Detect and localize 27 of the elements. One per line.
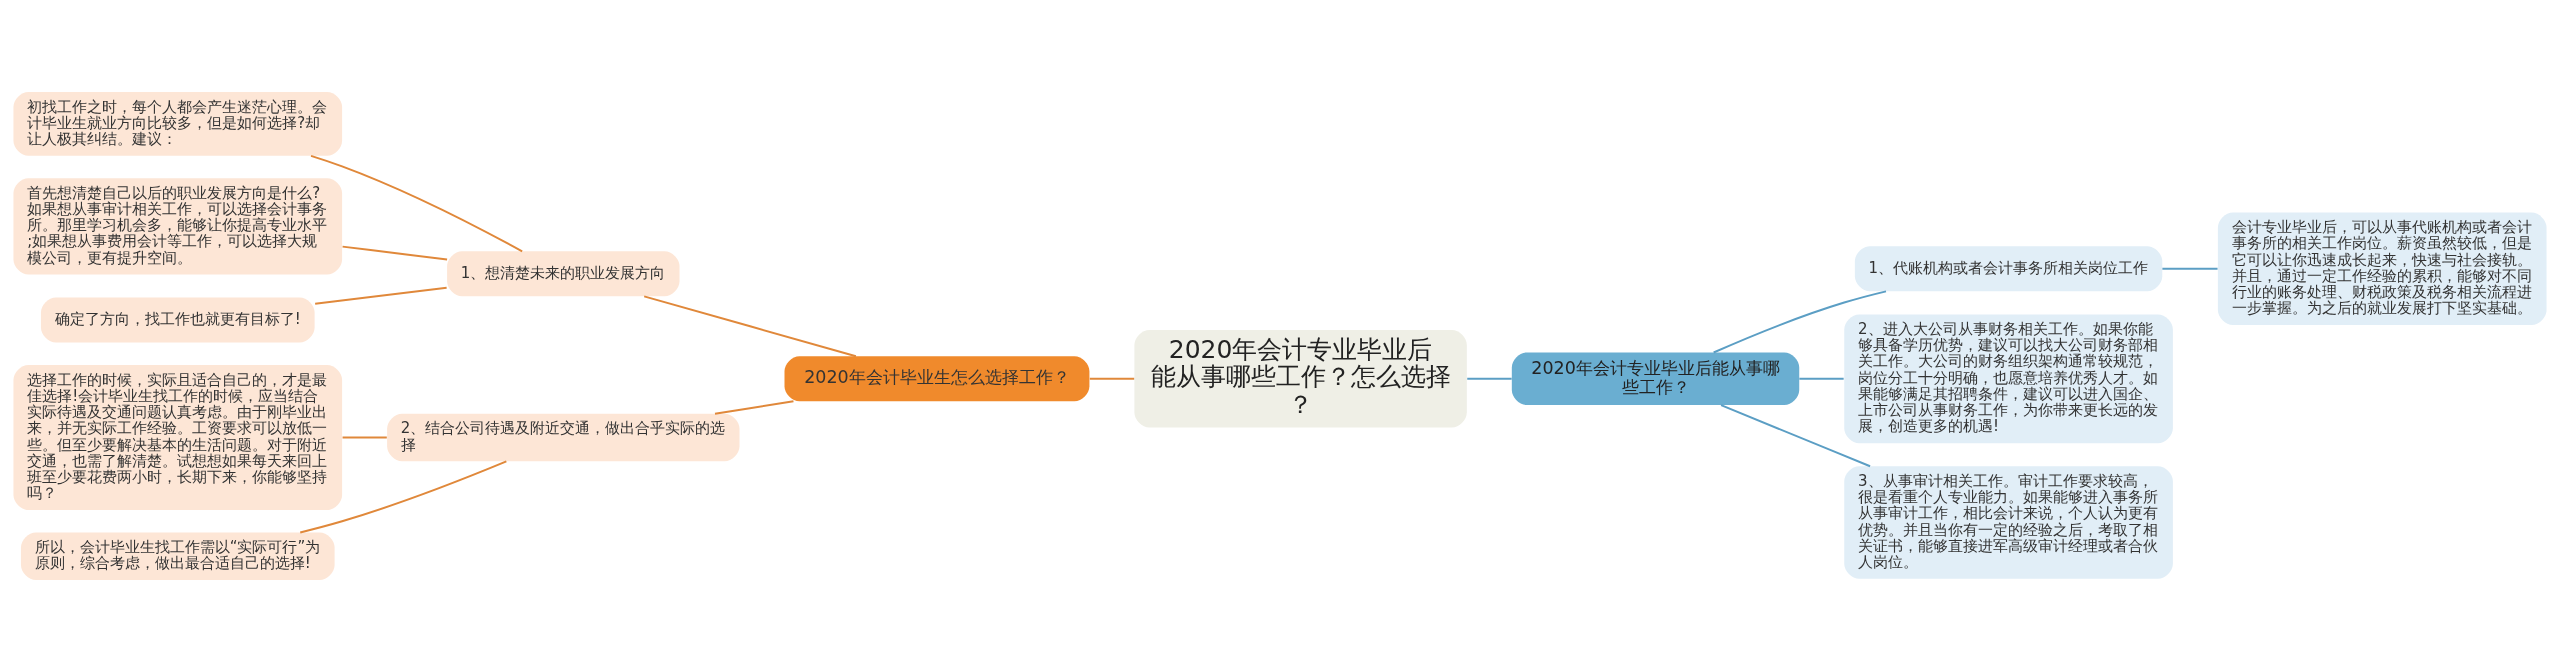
connector xyxy=(1088,377,1136,380)
node-box: 首先想清楚自己以后的职业发展方向是什么?如果想从事审计相关工作，可以选择会计事务所。那里学习机会多，能够让你提高专业水平;如果想从事费用会计等工作，可以选择大规模公司，更有提升空间。 xyxy=(13,177,343,274)
connector xyxy=(1712,289,1887,353)
connector xyxy=(714,399,795,415)
connector xyxy=(341,245,449,261)
connector xyxy=(1466,377,1513,380)
node-box: 2、结合公司待遇及附近交通，做出合乎实际的选择 xyxy=(387,413,740,461)
connector xyxy=(2161,267,2219,270)
connector xyxy=(310,154,524,252)
connector xyxy=(341,436,388,439)
connector xyxy=(643,294,857,357)
node-box: 确定了方向，找工作也就更有目标了! xyxy=(40,297,315,343)
node-box: 3、从事审计相关工作。审计工作要求较高，很是看重个人专业能力。如果能够进入事务所从事审计工作，相比会计来说，个人认为更有优势。并且当你有一定的经验之后，考取了相关证书，能够直接进军高级审计经理或者合伙人岗位。 xyxy=(1844,465,2173,579)
connector xyxy=(1798,377,1845,380)
node-box: 1、想清楚未来的职业发展方向 xyxy=(447,250,680,296)
node-box: 初找工作之时，每个人都会产生迷茫心理。会计毕业生就业方向比较多，但是如何选择?却让人极其纠结。建议： xyxy=(13,91,343,156)
connector xyxy=(1720,403,1872,467)
connector xyxy=(314,286,448,305)
node-box: 2020年会计毕业生怎么选择工作？ xyxy=(784,355,1090,401)
node-box: 1、代账机构或者会计事务所相关岗位工作 xyxy=(1854,245,2163,291)
node-box: 所以，会计毕业生找工作需以“实际可行”为原则，综合考虑，做出最合适自己的选择! xyxy=(20,532,335,580)
node-box: 选择工作的时候，实际且适合自己的，才是最佳选择!会计毕业生找工作的时候，应当结合实际待遇及交通问题认真考虑。由于刚毕业出来，并无实际工作经验。工资要求可以放低一些。但至少要解决基本的生活问题。对于附近交通，也需了解清楚。试想想如果每天来回上班至少要花费两小时，长期下来，你能够坚持吗？ xyxy=(13,364,343,510)
node-box: 2020年会计专业毕业后能从事哪些工作？怎么选择？ xyxy=(1134,329,1467,428)
node-box: 2、进入大公司从事财务相关工作。如果你能够具备学历优势，建议可以找大公司财务部相关工作。大公司的财务组织架构通常较规范，岗位分工十分明确，也愿意培养优秀人才。如果能够满足其招聘条件，建议可以进入国企、上市公司从事财务工作，为你带来更长远的发展，创造更多的机遇! xyxy=(1844,313,2173,443)
connector xyxy=(299,459,508,533)
node-box: 2020年会计专业毕业后能从事哪些工作？ xyxy=(1511,352,1800,405)
node-box: 会计专业毕业后，可以从事代账机构或者会计事务所的相关工作岗位。薪资虽然较低，但是它可以让你迅速成长起来，快速与社会接轨。并且，通过一定工作经验的累积，能够对不同行业的账务处理、财税政策及税务相关流程进一步掌握。为之后的就业发展打下坚实基础。 xyxy=(2217,212,2547,325)
